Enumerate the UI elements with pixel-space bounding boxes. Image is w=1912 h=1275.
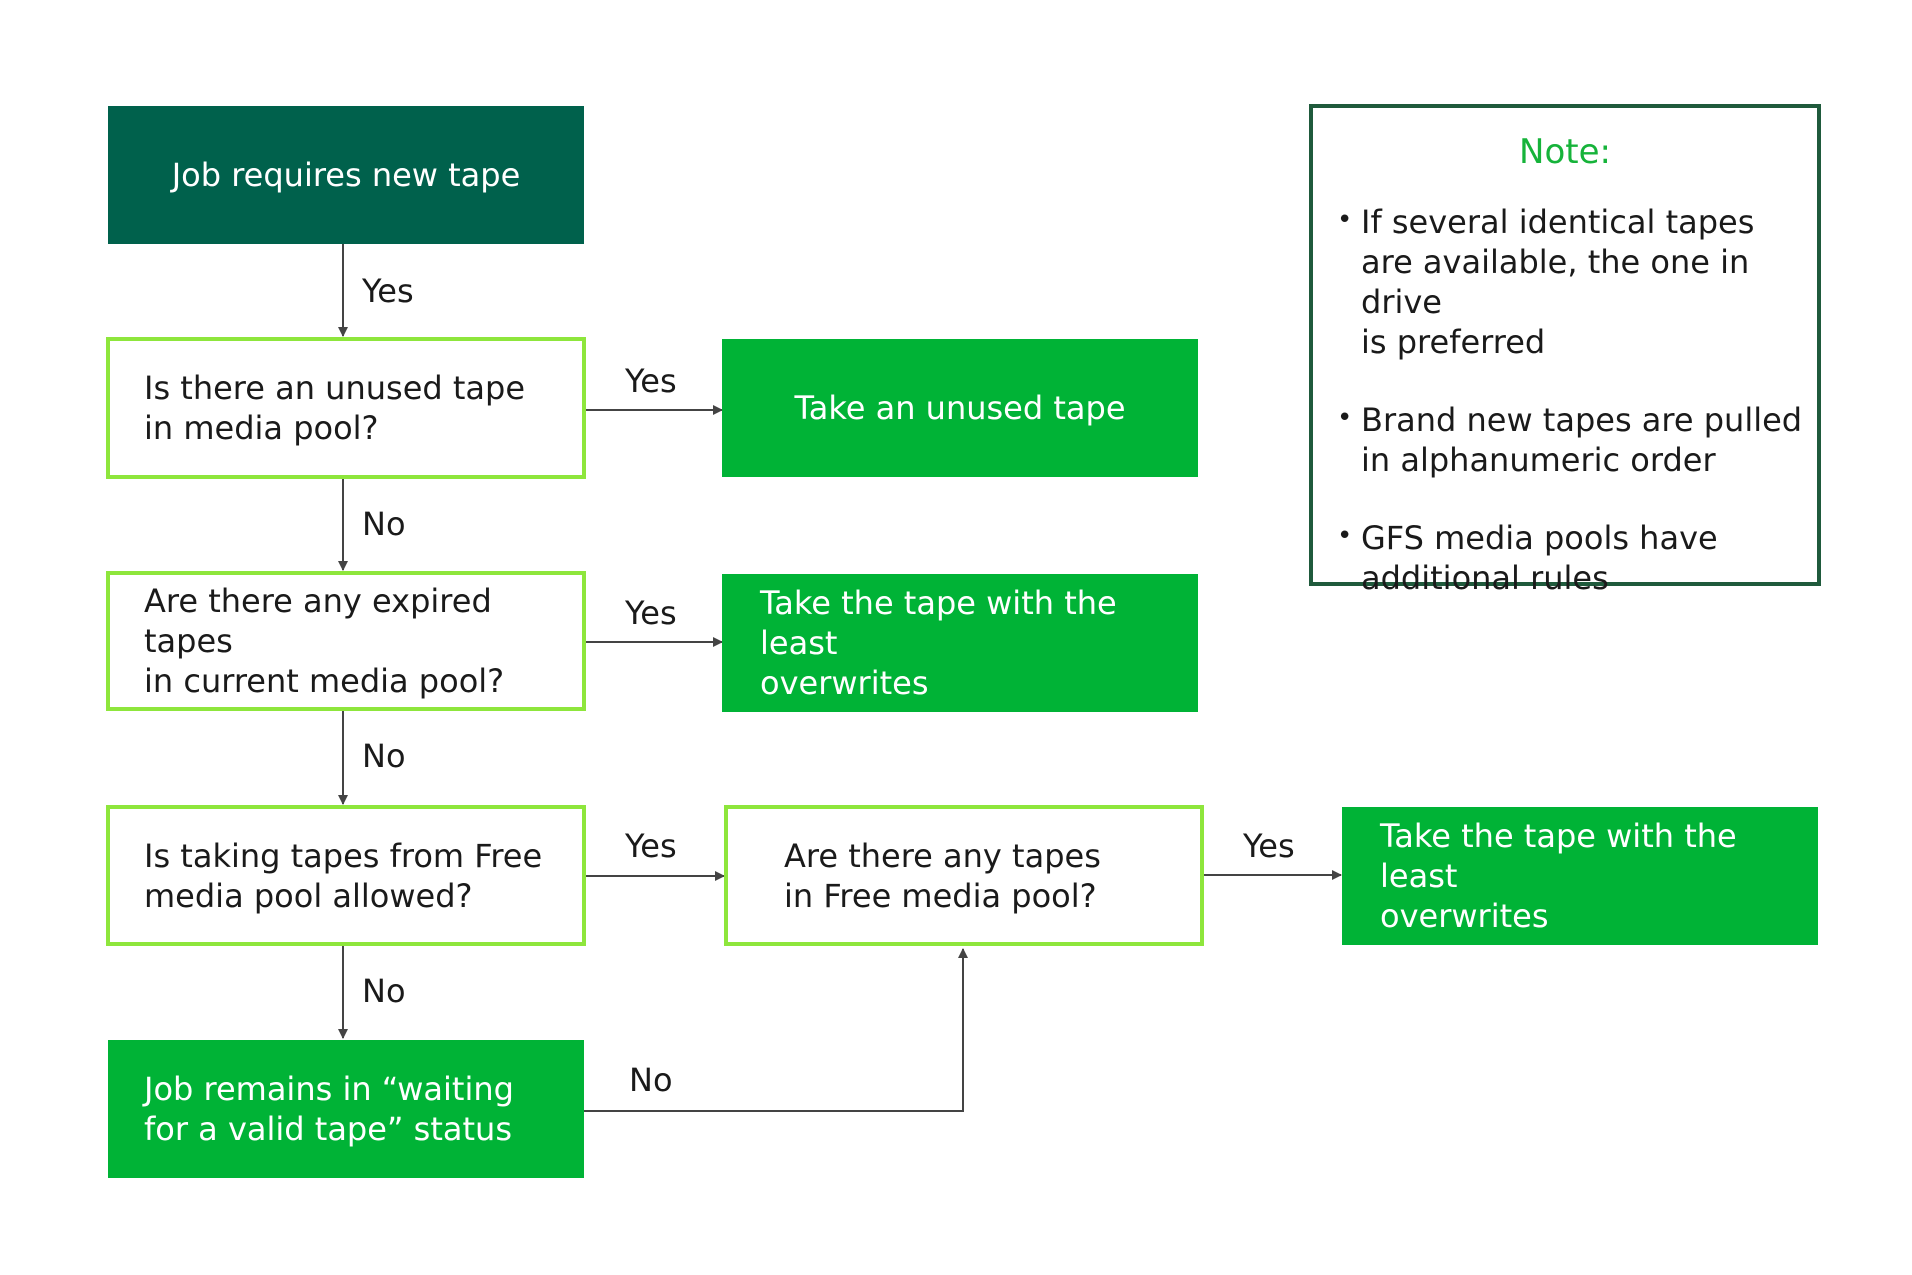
node-take-least-1-text: Take the tape with the least overwrites (760, 584, 1117, 702)
label-expired-no: No (362, 737, 406, 775)
label-unused-yes: Yes (625, 362, 677, 400)
label-expired-yes: Yes (625, 594, 677, 632)
label-free-any-yes: Yes (1243, 827, 1295, 865)
node-waiting-text: Job remains in “waiting for a valid tape… (144, 1070, 514, 1148)
node-start-text: Job requires new tape (171, 156, 521, 194)
node-start: Job requires new tape (108, 106, 584, 244)
node-q-free-any-text: Are there any tapes in Free media pool? (784, 836, 1101, 915)
label-free-allowed-yes: Yes (625, 827, 677, 865)
node-take-unused-text: Take an unused tape (794, 389, 1126, 427)
note-box: Note: If several identical tapes are ava… (1309, 104, 1821, 597)
node-waiting: Job remains in “waiting for a valid tape… (108, 1040, 584, 1178)
label-waiting-no: No (629, 1061, 673, 1099)
node-q-expired: Are there any expired tapes in current m… (106, 571, 586, 711)
label-free-allowed-no: No (362, 972, 406, 1010)
node-q-unused-text: Is there an unused tape in media pool? (144, 369, 526, 447)
node-q-free-any: Are there any tapes in Free media pool? (724, 805, 1204, 946)
node-take-unused: Take an unused tape (722, 339, 1198, 477)
node-take-least-2: Take the tape with the least overwrites (1342, 807, 1818, 945)
node-q-expired-text: Are there any expired tapes in current m… (144, 582, 505, 700)
node-q-unused: Is there an unused tape in media pool? (106, 337, 586, 479)
node-take-least-2-text: Take the tape with the least overwrites (1380, 817, 1737, 935)
note-item-drive-preferred: If several identical tapes are available… (1337, 200, 1817, 362)
node-q-free-allowed: Is taking tapes from Free media pool all… (106, 805, 586, 946)
arrow-waiting-to-free-any (584, 948, 968, 1112)
node-take-least-1: Take the tape with the least overwrites (722, 574, 1198, 712)
node-q-free-allowed-text: Is taking tapes from Free media pool all… (144, 836, 543, 915)
label-start-yes: Yes (362, 272, 414, 310)
note-title: Note: (1519, 132, 1611, 172)
note-item-gfs-rules: GFS media pools have additional rules (1337, 516, 1817, 598)
label-unused-no: No (362, 505, 406, 543)
note-list: If several identical tapes are available… (1337, 200, 1817, 636)
note-item-alphanumeric-order: Brand new tapes are pulled in alphanumer… (1337, 398, 1817, 480)
